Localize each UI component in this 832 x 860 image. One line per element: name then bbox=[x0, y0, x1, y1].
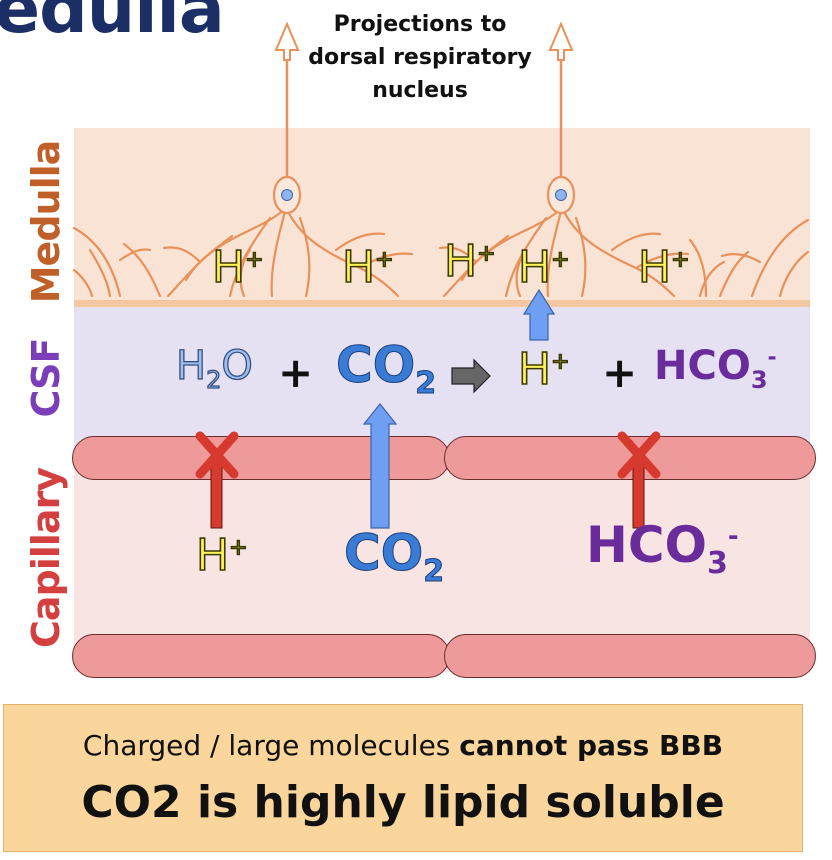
neuron-dendrites bbox=[72, 206, 810, 298]
projection-arrow-right-icon bbox=[548, 21, 574, 61]
projections-line-2: dorsal respiratory bbox=[308, 45, 532, 70]
arrow-right-icon bbox=[451, 358, 491, 394]
capillary-hplus: H+ bbox=[195, 530, 248, 581]
medulla-hplus-1: H+ bbox=[211, 242, 264, 293]
red-x-icon-bicarb-blocked bbox=[617, 431, 661, 529]
csf-co2-formula: CO2 bbox=[335, 336, 437, 401]
summary-box: Charged / large molecules cannot pass BB… bbox=[3, 704, 803, 852]
arrow-up-icon-csf-to-medulla bbox=[522, 288, 556, 341]
neuron-icon bbox=[546, 48, 576, 215]
projection-arrow-left-icon bbox=[274, 21, 300, 61]
capillary-bicarbonate-formula: HCO3- bbox=[586, 516, 739, 581]
medulla-region bbox=[74, 128, 810, 304]
summary-line-2: CO2 is highly lipid soluble bbox=[81, 777, 725, 828]
arrow-up-icon-co2-transport bbox=[362, 403, 398, 529]
csf-bicarbonate-formula: HCO3- bbox=[654, 343, 777, 394]
medulla-hplus-2: H+ bbox=[341, 242, 394, 293]
summary-line-1: Charged / large molecules cannot pass BB… bbox=[82, 729, 724, 762]
red-x-icon-hplus-blocked bbox=[195, 431, 239, 529]
csf-hplus: H+ bbox=[517, 344, 570, 395]
medulla-hplus-5: H+ bbox=[637, 242, 690, 293]
capillary-co2-formula: CO2 bbox=[343, 524, 445, 589]
neuron-icon bbox=[272, 48, 302, 215]
plus-sign-2: + bbox=[602, 348, 638, 397]
vessel-wall-bottom-left bbox=[72, 634, 450, 678]
projections-line-1: Projections to bbox=[333, 12, 507, 37]
medulla-csf-boundary bbox=[74, 300, 810, 307]
plus-sign-1: + bbox=[278, 348, 314, 397]
slide-title: edulla bbox=[0, 0, 225, 49]
csf-region bbox=[74, 307, 810, 450]
vessel-wall-bottom-right bbox=[444, 634, 816, 678]
water-formula: H2O bbox=[175, 343, 253, 394]
projections-line-3: nucleus bbox=[372, 78, 468, 103]
medulla-hplus-3: H+ bbox=[443, 236, 496, 287]
medulla-hplus-4: H+ bbox=[517, 242, 570, 293]
projections-caption: Projections to dorsal respiratory nucleu… bbox=[290, 8, 550, 107]
